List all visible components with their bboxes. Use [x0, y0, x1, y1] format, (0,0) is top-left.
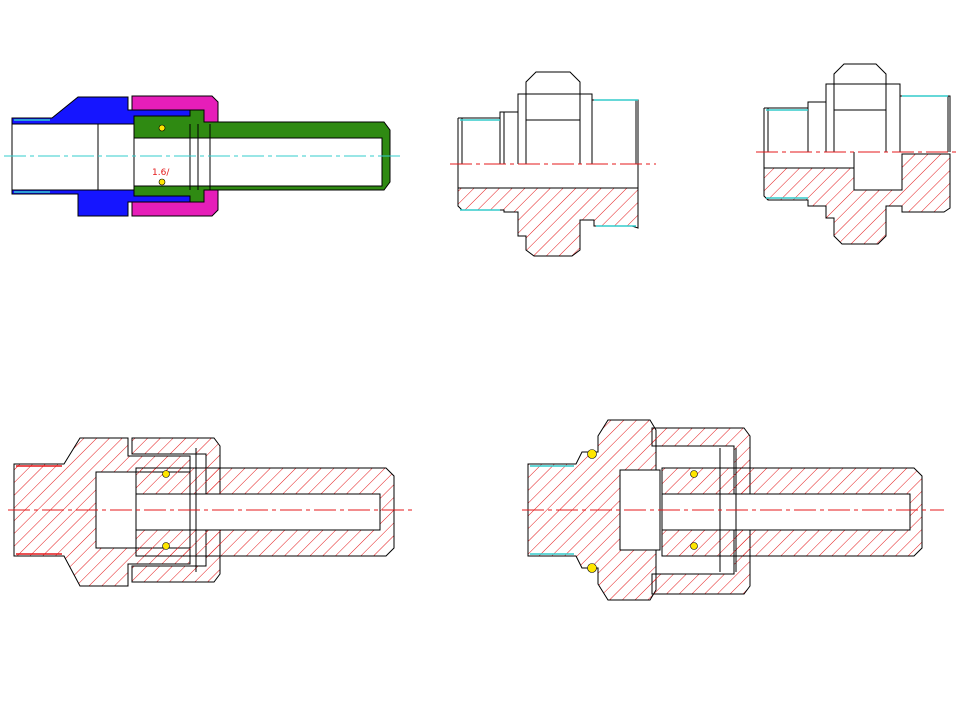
- hatched-nut: [651, 427, 751, 595]
- view-half-section-fitting-short: [756, 63, 958, 245]
- o-ring-marker: [158, 178, 166, 186]
- view-colored-assembly: 1.6/: [4, 95, 400, 217]
- o-ring-marker: [162, 542, 170, 550]
- roughness-note: 1.6/: [152, 168, 170, 178]
- hatched-section: [457, 187, 639, 257]
- o-ring-marker: [162, 470, 170, 478]
- o-ring-marker: [587, 449, 597, 459]
- o-ring-marker: [158, 124, 166, 132]
- view-hatched-assembly: [8, 437, 412, 587]
- union-nut-part: [131, 95, 219, 217]
- hatched-nut: [131, 437, 221, 583]
- tube-bore: [133, 137, 383, 187]
- view-hatched-assembly-seal: [522, 419, 944, 601]
- o-ring-marker: [690, 542, 698, 550]
- fitting-bore: [11, 123, 99, 191]
- view-half-section-fitting: [450, 71, 656, 257]
- o-ring-marker: [690, 470, 698, 478]
- hatched-section: [763, 153, 951, 245]
- o-ring-marker: [587, 563, 597, 573]
